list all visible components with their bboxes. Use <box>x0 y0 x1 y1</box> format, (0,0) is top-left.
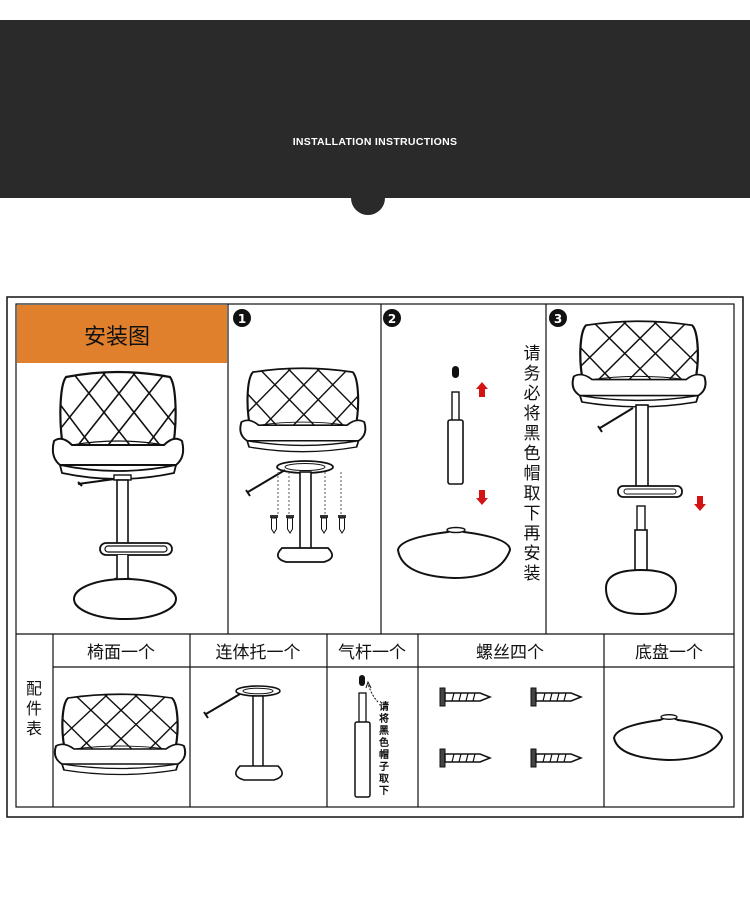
part-base-plate-label: 底盘一个 <box>635 643 703 663</box>
svg-text:请: 请 <box>379 700 389 713</box>
part-seat-drawing <box>46 691 196 774</box>
inner-frame <box>15 303 735 808</box>
part-base-plate-drawing <box>612 714 724 762</box>
step-2-vertical-note: 请 务 必 将 黑 色 帽 取 下 再 安 装 <box>524 344 541 584</box>
parts-row-label: 配 件 表 <box>26 679 42 738</box>
assembled-chair-drawing <box>44 368 194 620</box>
step-1-drawing <box>232 365 376 563</box>
part-gas-lift-label: 气杆一个 <box>338 643 406 663</box>
svg-text:色: 色 <box>379 736 389 749</box>
part-screws-label: 螺丝四个 <box>476 643 544 663</box>
svg-text:将: 将 <box>379 712 389 725</box>
part-seat-label: 椅面一个 <box>87 643 155 663</box>
step-badges: 1 2 3 <box>233 309 567 327</box>
step-2-number: 2 <box>388 312 396 326</box>
svg-text:装: 装 <box>524 564 541 584</box>
step-1-number: 1 <box>238 312 246 326</box>
svg-text:子: 子 <box>379 761 389 773</box>
header-banner <box>0 20 750 198</box>
banner-notch <box>351 181 385 215</box>
part-base-frame-label: 连体托一个 <box>216 643 301 663</box>
svg-text:下: 下 <box>379 785 389 797</box>
svg-text:色: 色 <box>524 444 541 464</box>
svg-text:安: 安 <box>524 544 541 564</box>
svg-text:帽: 帽 <box>524 464 541 484</box>
part-gas-lift-drawing <box>354 675 379 798</box>
svg-text:取: 取 <box>524 484 541 504</box>
svg-text:下: 下 <box>524 504 541 524</box>
gas-lift-note: 请 将 黑 色 帽 子 取 下 <box>379 700 390 797</box>
part-base-frame-drawing <box>203 685 283 781</box>
svg-text:再: 再 <box>524 524 541 544</box>
svg-text:黑: 黑 <box>379 725 389 737</box>
svg-text:帽: 帽 <box>379 748 389 761</box>
svg-text:表: 表 <box>26 719 42 738</box>
diagram-heading: 安装图 <box>84 325 150 350</box>
svg-text:请: 请 <box>524 344 541 364</box>
svg-text:取: 取 <box>379 773 390 785</box>
step-2-drawing <box>396 366 512 580</box>
step-3-drawing <box>564 318 717 616</box>
svg-text:将: 将 <box>524 404 541 424</box>
svg-text:配: 配 <box>26 679 42 698</box>
heading-background <box>17 305 227 363</box>
svg-text:务: 务 <box>524 364 541 384</box>
svg-text:黑: 黑 <box>524 424 541 444</box>
svg-text:必: 必 <box>524 384 541 404</box>
svg-text:件: 件 <box>26 699 42 718</box>
step-3-number: 3 <box>554 312 562 326</box>
banner-title: INSTALLATION INSTRUCTIONS <box>292 136 458 148</box>
